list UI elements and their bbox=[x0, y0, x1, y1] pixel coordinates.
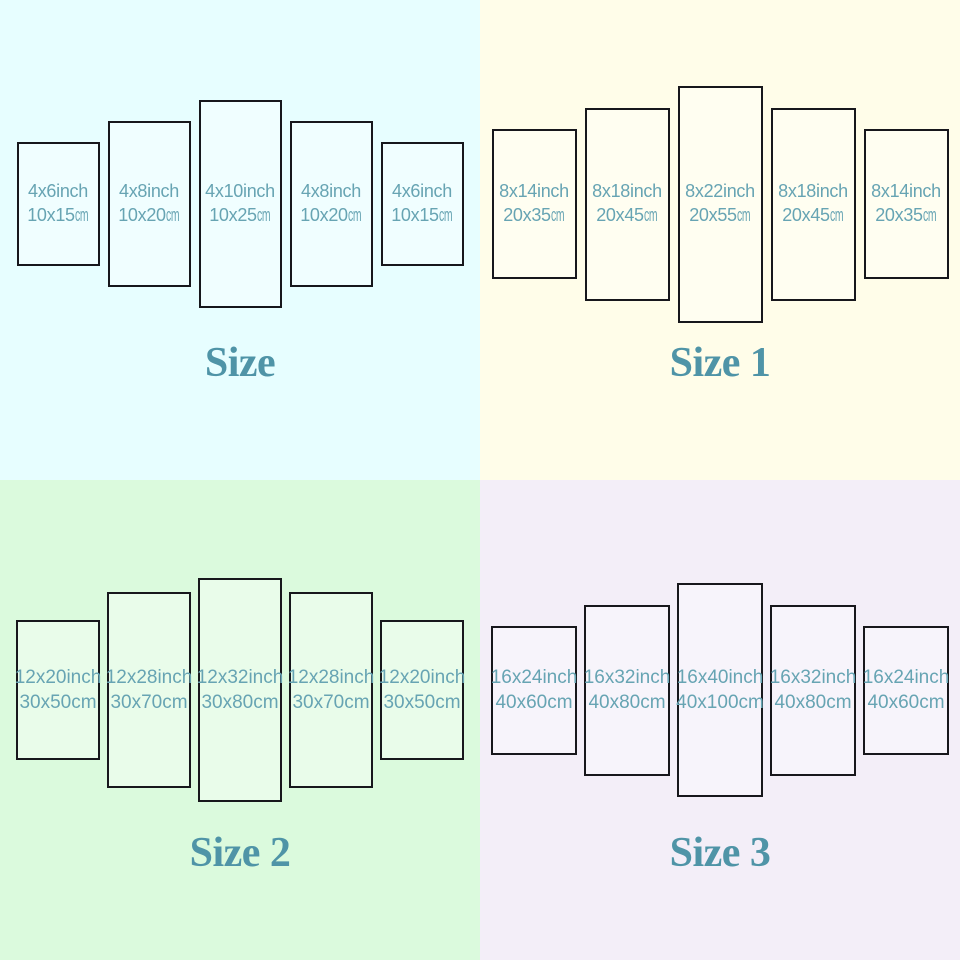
panel-size-cm: 40x80cm bbox=[588, 692, 666, 713]
quadrant-size-2: 12x20inch 30x50cm 12x28inch 30x70cm 12x32inc… bbox=[0, 480, 480, 960]
panel-size-cm: 10x20cm bbox=[300, 204, 362, 228]
panel-size-cm: 30x50cm bbox=[383, 692, 461, 713]
panel-size-inch: 16x40inch bbox=[676, 666, 764, 688]
panel-size-cm: 40x60cm bbox=[495, 692, 573, 713]
cm-unit-glyph: cm bbox=[438, 205, 453, 225]
panel-size-inch: 8x18inch bbox=[592, 181, 662, 202]
panel-size-inch: 12x28inch bbox=[105, 666, 193, 688]
panel-size-inch: 4x10inch bbox=[205, 181, 275, 202]
panel-size-cm: 10x20cm bbox=[118, 204, 180, 228]
cm-unit-glyph: cm bbox=[256, 205, 271, 225]
panel-size-inch: 12x20inch bbox=[378, 666, 466, 688]
canvas-panel: 12x20inch 30x50cm bbox=[14, 620, 102, 760]
panel-size-cm: 20x55cm bbox=[685, 204, 755, 228]
canvas-panel: 12x28inch 30x70cm bbox=[287, 592, 375, 788]
panel-size-inch: 16x32inch bbox=[769, 666, 857, 688]
panel-size-inch: 8x18inch bbox=[778, 181, 848, 202]
panel-size-inch: 12x20inch bbox=[14, 666, 102, 688]
panel-size-cm: 10x25cm bbox=[205, 204, 275, 228]
panel-size-inch: 4x6inch bbox=[28, 181, 88, 202]
quadrant-title-size-3: Size 3 bbox=[669, 830, 771, 876]
cm-unit-glyph: cm bbox=[922, 205, 937, 225]
panel-size-cm: 40x60cm bbox=[867, 692, 945, 713]
canvas-panel: 12x20inch 30x50cm bbox=[378, 620, 466, 760]
canvas-panel: 12x28inch 30x70cm bbox=[105, 592, 193, 788]
quadrant-title-size: Size bbox=[204, 340, 276, 386]
panel-size-cm: 30x70cm bbox=[110, 692, 188, 713]
canvas-panel: 16x32inch 40x80cm bbox=[769, 604, 857, 776]
panel-row: 16x24inch 40x60cm 16x32inch 40x80cm 16x40inc… bbox=[480, 480, 960, 900]
panel-size-inch: 16x32inch bbox=[583, 666, 671, 688]
canvas-panel: 16x24inch 40x60cm bbox=[862, 625, 950, 755]
quadrant-size-3: 16x24inch 40x60cm 16x32inch 40x80cm 16x40inc… bbox=[480, 480, 960, 960]
panel-size-cm: 30x70cm bbox=[292, 692, 370, 713]
quadrant-title-size-1: Size 1 bbox=[669, 340, 771, 386]
panel-size-inch: 4x8inch bbox=[301, 181, 361, 202]
canvas-panel: 16x24inch 40x60cm bbox=[490, 625, 578, 755]
panel-size-cm: 20x35cm bbox=[871, 204, 941, 228]
panel-size-inch: 4x8inch bbox=[119, 181, 179, 202]
panel-size-cm: 40x80cm bbox=[774, 692, 852, 713]
cm-unit-glyph: cm bbox=[736, 205, 751, 225]
panel-row: 12x20inch 30x50cm 12x28inch 30x70cm 12x32inc… bbox=[0, 480, 480, 900]
cm-unit-glyph: cm bbox=[829, 205, 844, 225]
panel-size-cm: 20x45cm bbox=[778, 204, 848, 228]
panel-size-inch: 16x24inch bbox=[490, 666, 578, 688]
panel-size-cm: 10x15cm bbox=[27, 204, 89, 228]
canvas-panel: 12x32inch 30x80cm bbox=[196, 578, 284, 802]
panel-size-inch: 12x32inch bbox=[196, 666, 284, 688]
cm-unit-glyph: cm bbox=[550, 205, 565, 225]
panel-size-inch: 4x6inch bbox=[392, 181, 452, 202]
panel-size-cm: 40x100cm bbox=[676, 692, 764, 713]
panel-size-cm: 30x50cm bbox=[19, 692, 97, 713]
cm-unit-glyph: cm bbox=[643, 205, 658, 225]
panel-size-cm: 20x45cm bbox=[592, 204, 662, 228]
panel-size-inch: 8x22inch bbox=[685, 181, 755, 202]
panel-size-cm: 10x15cm bbox=[391, 204, 453, 228]
canvas-panel: 16x40inch 40x100cm bbox=[676, 583, 764, 797]
panel-size-inch: 16x24inch bbox=[862, 666, 950, 688]
canvas-panel: 16x32inch 40x80cm bbox=[583, 604, 671, 776]
panel-size-inch: 8x14inch bbox=[871, 181, 941, 202]
cm-unit-glyph: cm bbox=[165, 205, 180, 225]
cm-unit-glyph: cm bbox=[74, 205, 89, 225]
panel-size-cm: 20x35cm bbox=[499, 204, 569, 228]
panel-size-inch: 12x28inch bbox=[287, 666, 375, 688]
panel-size-cm: 30x80cm bbox=[201, 692, 279, 713]
cm-unit-glyph: cm bbox=[347, 205, 362, 225]
quadrant-title-size-2: Size 2 bbox=[189, 830, 291, 876]
panel-size-inch: 8x14inch bbox=[499, 181, 569, 202]
